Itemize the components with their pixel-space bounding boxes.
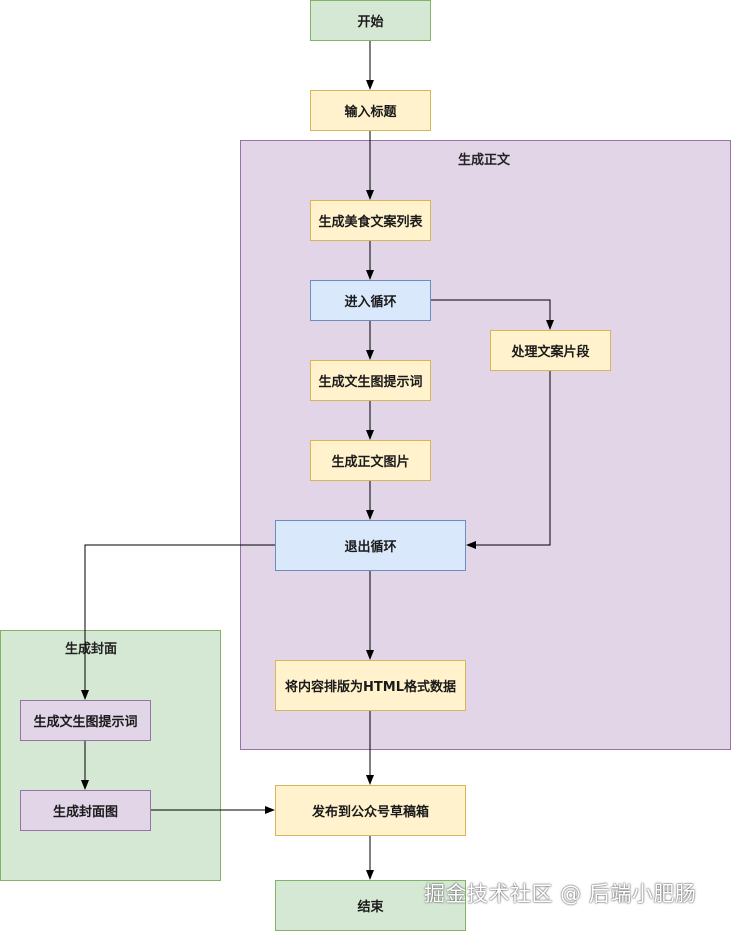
edge-loop-to-process xyxy=(431,299,554,330)
edge-exit-to-cover-prompt xyxy=(81,544,275,700)
group-generate-cover xyxy=(0,630,221,881)
node-layout-html: 将内容排版为HTML格式数据 xyxy=(275,660,466,711)
node-process-copy-segment: 处理文案片段 xyxy=(490,330,611,371)
node-start: 开始 xyxy=(310,0,431,41)
node-exit-loop: 退出循环 xyxy=(275,520,466,571)
group-generate-body-title: 生成正文 xyxy=(458,153,511,168)
node-generate-cover-prompt: 生成文生图提示词 xyxy=(20,700,151,741)
edge-process-to-exit xyxy=(466,371,551,549)
watermark: 掘金技术社区 @ 后端小肥肠 xyxy=(424,882,697,906)
group-generate-cover-title: 生成封面 xyxy=(65,642,118,657)
node-publish-draft: 发布到公众号草稿箱 xyxy=(275,785,466,836)
node-generate-body-image: 生成正文图片 xyxy=(310,440,431,481)
node-end: 结束 xyxy=(275,880,466,931)
node-generate-copy-list: 生成美食文案列表 xyxy=(310,200,431,241)
node-generate-body-prompt: 生成文生图提示词 xyxy=(310,360,431,401)
node-input-title: 输入标题 xyxy=(310,90,431,131)
node-enter-loop: 进入循环 xyxy=(310,280,431,321)
node-generate-cover-image: 生成封面图 xyxy=(20,790,151,831)
